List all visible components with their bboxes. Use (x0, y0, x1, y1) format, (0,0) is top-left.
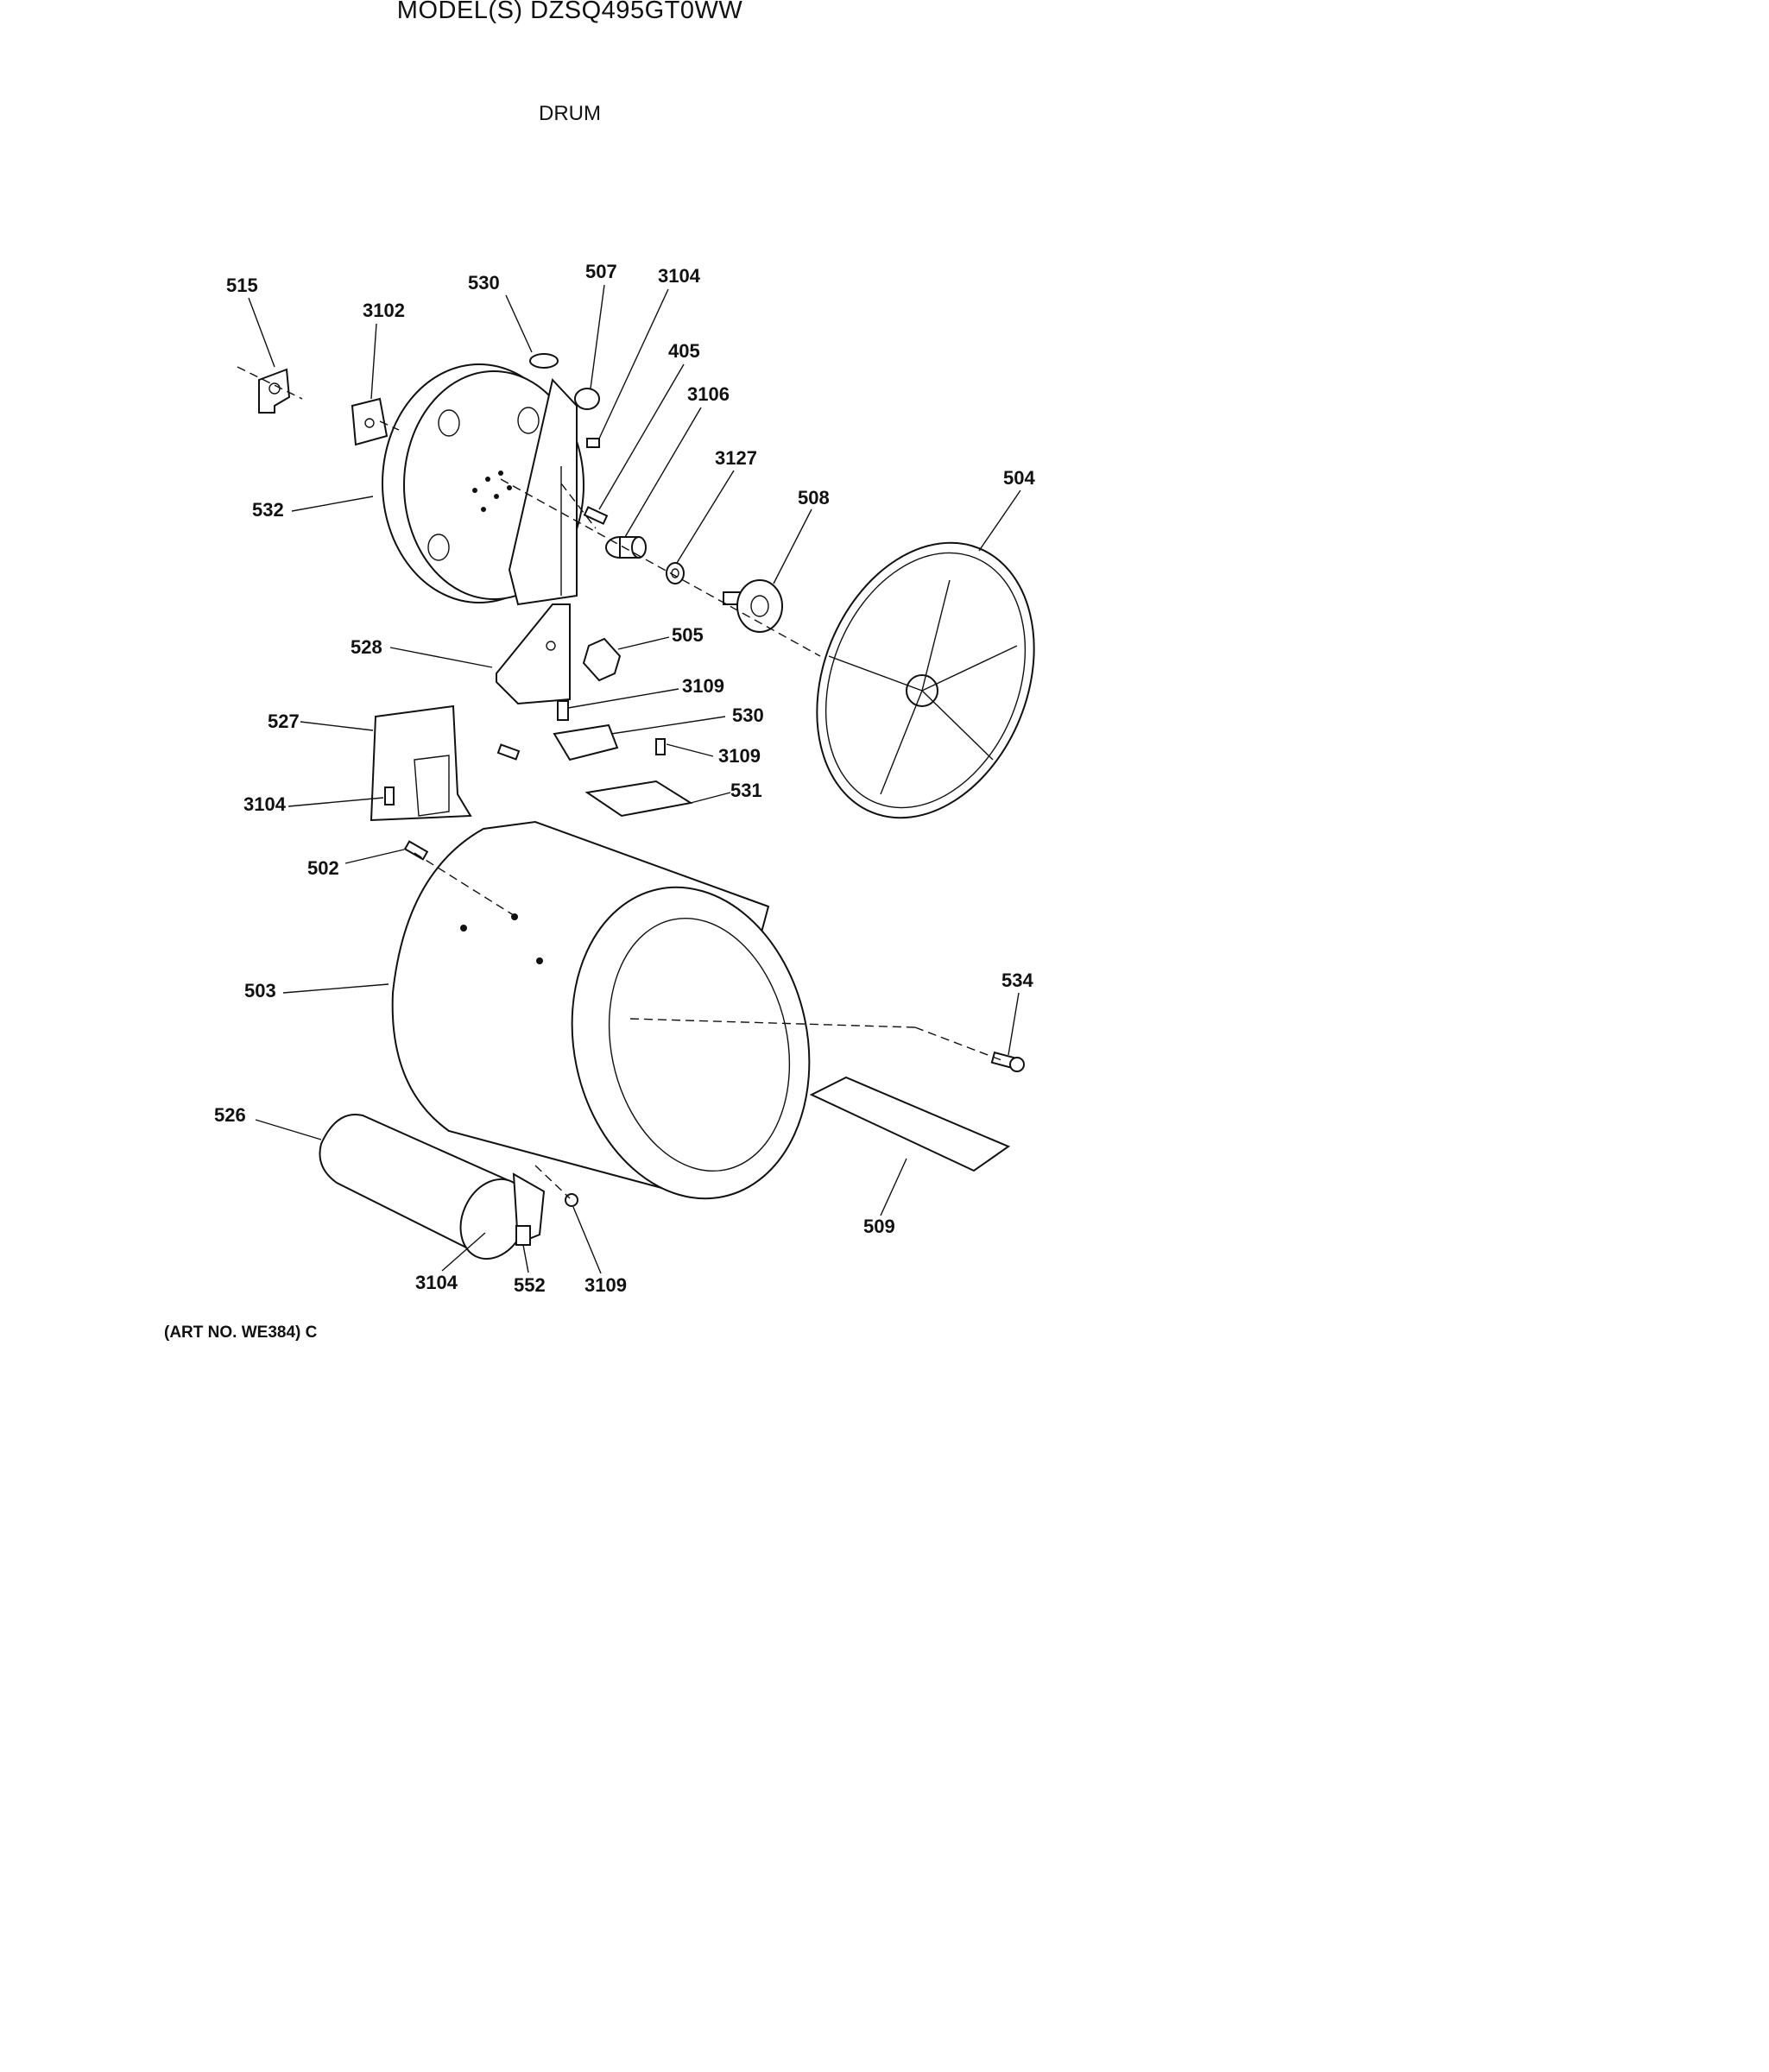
callout-3109-a: 3109 (682, 675, 724, 697)
leader-515 (248, 297, 275, 368)
callout-505: 505 (672, 624, 704, 646)
callout-3109-b: 3109 (718, 745, 761, 767)
leader-504 (978, 490, 1021, 552)
leader-3102 (370, 323, 377, 400)
leader-528 (389, 647, 493, 668)
plate-3102 (351, 397, 389, 446)
leader-530-mid (610, 716, 726, 735)
support-528 (496, 603, 571, 705)
leader-3109-bot (572, 1206, 602, 1274)
callout-530-top: 530 (468, 272, 500, 294)
screw-534 (990, 1051, 1025, 1072)
thermostat-530-mid (553, 723, 619, 761)
leader-505 (617, 636, 670, 650)
thermostat-530-top (529, 353, 559, 369)
washer-3127 (666, 562, 685, 584)
callout-502: 502 (307, 857, 339, 879)
callout-552: 552 (514, 1274, 546, 1296)
callout-532: 532 (252, 499, 284, 521)
screw-3109-a (557, 700, 569, 721)
callout-531: 531 (730, 780, 762, 801)
bracket-552 (515, 1225, 531, 1246)
rear-bulkhead-part (382, 363, 584, 606)
gasket-505 (582, 637, 622, 682)
callout-3104-top: 3104 (658, 265, 701, 287)
leader-552 (522, 1244, 529, 1273)
leader-3106 (624, 407, 702, 538)
assembly-line (534, 1165, 571, 1199)
callout-507: 507 (585, 261, 617, 282)
leader-3109-a (567, 688, 679, 709)
bracket-527 (370, 704, 472, 822)
screw-3104-top (586, 438, 600, 448)
drum-cylinder-503 (391, 820, 811, 1200)
callout-527: 527 (268, 711, 300, 732)
leader-3104-mid (287, 797, 384, 807)
assembly-line (414, 852, 517, 918)
section-title: DRUM (539, 102, 601, 125)
drum-back-504 (816, 541, 1035, 819)
assembly-line (379, 420, 400, 431)
leader-502 (344, 849, 405, 864)
leader-532 (291, 496, 374, 512)
callout-528: 528 (351, 636, 382, 658)
leader-508 (773, 509, 812, 584)
leader-534 (1008, 992, 1020, 1056)
callout-405: 405 (668, 340, 700, 362)
plate-531 (584, 780, 693, 818)
bearing-3106 (605, 536, 647, 559)
leader-507 (590, 284, 605, 389)
leader-405 (598, 363, 685, 510)
leader-527 (300, 721, 374, 731)
assembly-line (914, 1027, 1002, 1061)
assembly-line (237, 366, 303, 400)
screw-3109-b (655, 738, 666, 755)
screw-mid-right (496, 743, 521, 761)
leader-3104-bot (441, 1232, 486, 1272)
leader-531 (690, 792, 731, 804)
callout-534: 534 (1001, 970, 1033, 991)
callout-508: 508 (798, 487, 830, 509)
callout-3104-bot: 3104 (415, 1272, 458, 1293)
leader-509 (880, 1158, 907, 1216)
callout-509: 509 (863, 1216, 895, 1237)
screw-3104-mid (384, 786, 395, 805)
leader-3127 (676, 470, 735, 564)
shaft-508 (723, 579, 783, 633)
callout-530-mid: 530 (732, 704, 764, 726)
leader-3109-b (666, 743, 714, 757)
callout-504: 504 (1003, 467, 1035, 489)
leader-530-top (505, 294, 533, 353)
model-title: MODEL(S) DZSQ495GT0WW (396, 0, 743, 24)
leader-3104-top (598, 288, 669, 439)
thermistor-507 (574, 388, 600, 410)
callout-515: 515 (226, 275, 258, 296)
callout-503: 503 (244, 980, 276, 1001)
seal-509 (809, 1076, 1011, 1172)
screw-405 (583, 506, 609, 525)
assembly-line (629, 1018, 916, 1028)
assembly-line (560, 483, 597, 529)
callout-3106: 3106 (687, 383, 730, 405)
callout-3109-bot: 3109 (584, 1274, 627, 1296)
bracket-515 (258, 368, 291, 414)
art-number: (ART NO. WE384) C (164, 1323, 318, 1342)
screw-502 (403, 840, 429, 861)
leader-503 (282, 983, 389, 994)
leader-526 (255, 1119, 322, 1140)
callout-3127: 3127 (715, 447, 757, 469)
callout-3104-mid: 3104 (243, 793, 287, 815)
callout-526: 526 (214, 1104, 246, 1126)
assembly-line (500, 478, 821, 657)
callout-3102: 3102 (363, 300, 405, 321)
